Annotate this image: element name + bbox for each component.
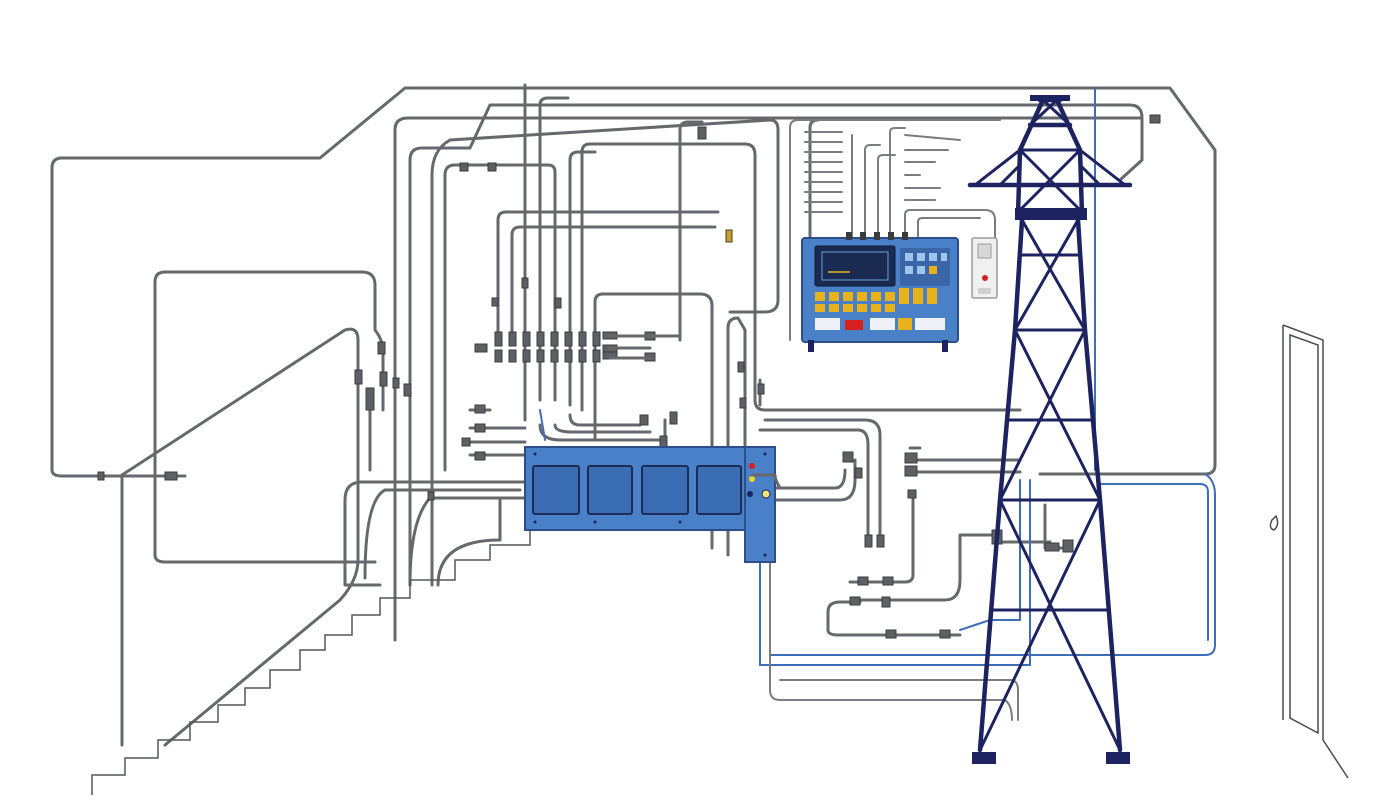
- lower-pipes: [769, 559, 1019, 721]
- transmission-tower-icon: [967, 95, 1133, 764]
- button-row-bottom: [815, 304, 895, 312]
- electrical-box-icon: [524, 446, 782, 563]
- control-cabinet: [789, 119, 1001, 352]
- cabinet-feed-lines: [851, 127, 996, 241]
- bus-bar-stack: [804, 131, 843, 213]
- door-icon: [1269, 324, 1349, 779]
- wall-switch-icon: [971, 237, 998, 299]
- pipe-fittings: [97, 114, 1161, 639]
- control-panel-icon: [801, 232, 959, 352]
- staircase-icon: [91, 530, 531, 795]
- button-row-top: [815, 288, 937, 304]
- signal-wires: [539, 87, 1216, 666]
